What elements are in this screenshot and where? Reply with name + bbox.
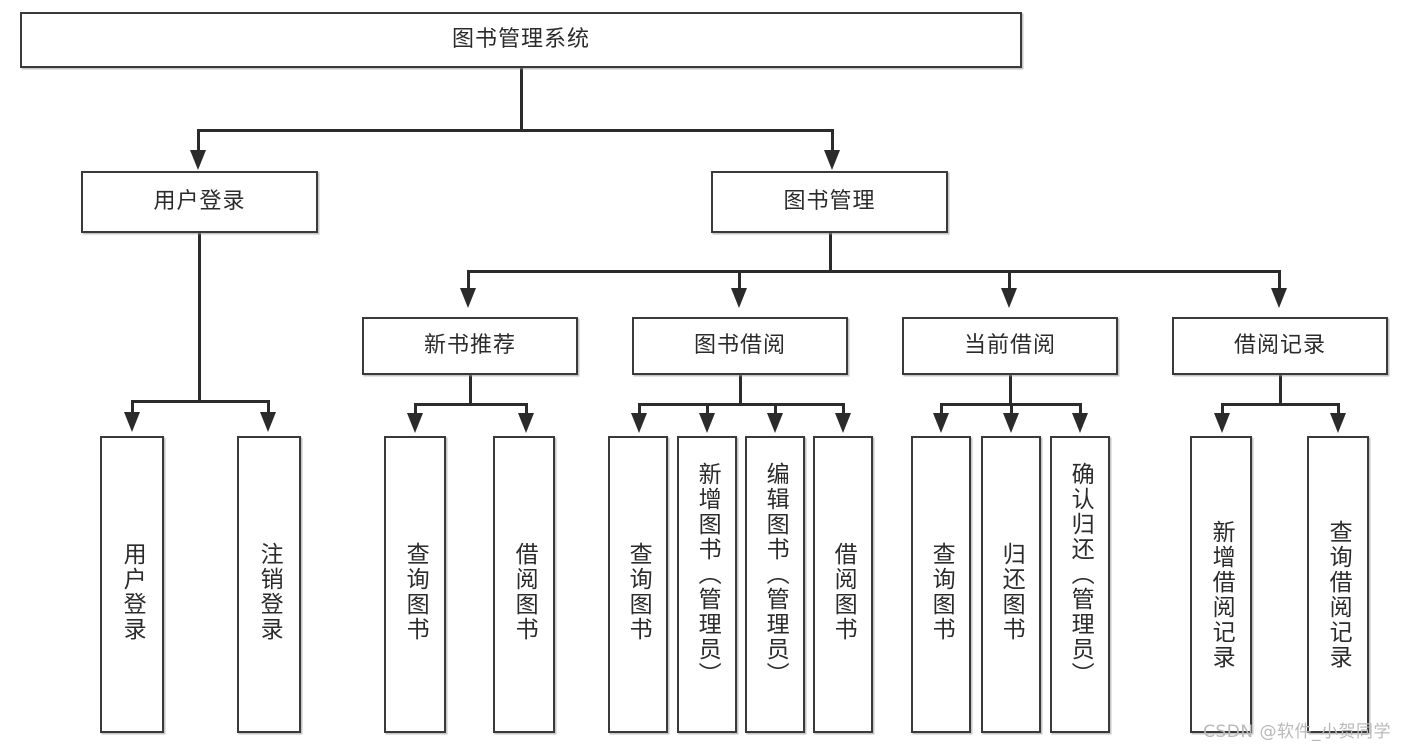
arrowhead-cb-leaf-3	[1072, 413, 1088, 433]
connector-cb-drop-2	[1010, 403, 1013, 417]
arrowhead-bb-leaf-2	[699, 413, 715, 433]
connector-bm-drop-1	[467, 270, 470, 292]
leaf-book-borrow-edit-book-admin[interactable]: 编辑图书（管理员）	[745, 436, 805, 733]
node-label: 查询图书	[928, 542, 955, 642]
node-new-book-recommend[interactable]: 新书推荐	[362, 317, 578, 375]
connector-root-stem	[520, 68, 523, 130]
connector-bb-drop-1	[638, 403, 641, 417]
connector-br-bus	[1221, 403, 1339, 406]
connector-bb-drop-2	[706, 403, 709, 417]
arrowhead-br-leaf-2	[1330, 413, 1346, 433]
arrowhead-nbr-leaf-2	[518, 413, 534, 433]
connector-bb-drop-4	[842, 403, 845, 417]
connector-nbr-bus	[414, 403, 527, 406]
leaf-current-borrow-return-book[interactable]: 归还图书	[981, 436, 1041, 733]
connector-book-management-stem	[829, 233, 832, 271]
arrowhead-cb-leaf-1	[933, 413, 949, 433]
node-label: 查询图书	[402, 542, 429, 642]
connector-bb-bus	[638, 403, 844, 406]
connector-user-login-stem	[198, 233, 201, 401]
connector-bb-stem	[739, 375, 742, 404]
connector-br-drop-2	[1337, 403, 1340, 417]
node-current-borrow[interactable]: 当前借阅	[902, 317, 1118, 375]
connector-bm-drop-2	[738, 270, 741, 292]
node-label: 当前借阅	[963, 333, 1056, 359]
leaf-borrow-record-query-record[interactable]: 查询借阅记录	[1307, 436, 1369, 733]
connector-user-login-bus	[131, 400, 269, 403]
connector-cb-drop-1	[940, 403, 943, 417]
node-label: 用户登录	[119, 542, 146, 642]
connector-bm-drop-4	[1278, 270, 1281, 292]
connector-nbr-drop-2	[525, 403, 528, 417]
node-label: 确认归还（管理员）	[1067, 462, 1094, 687]
leaf-book-borrow-borrow-book[interactable]: 借阅图书	[813, 436, 873, 733]
node-label: 借阅图书	[511, 542, 538, 642]
connector-user-login-drop-1	[131, 400, 134, 416]
node-label: 归还图书	[998, 542, 1025, 642]
connector-book-management-bus	[467, 270, 1280, 273]
node-label: 查询借阅记录	[1325, 520, 1352, 670]
arrowhead-borrow-record	[1271, 288, 1287, 308]
node-label: 新增借阅记录	[1208, 520, 1235, 670]
node-label: 新增图书（管理员）	[694, 462, 721, 687]
connector-root-drop-book-management	[831, 129, 834, 154]
leaf-current-borrow-confirm-return-admin[interactable]: 确认归还（管理员）	[1050, 436, 1110, 733]
node-root-book-management-system[interactable]: 图书管理系统	[20, 12, 1022, 68]
node-book-management[interactable]: 图书管理	[711, 171, 948, 233]
node-label: 图书借阅	[693, 333, 786, 359]
connector-nbr-drop-1	[414, 403, 417, 417]
connector-root-drop-user-login	[197, 129, 200, 154]
arrowhead-bb-leaf-1	[631, 413, 647, 433]
arrowhead-nbr-leaf-1	[407, 413, 423, 433]
arrowhead-bb-leaf-4	[835, 413, 851, 433]
arrowhead-cb-leaf-2	[1003, 413, 1019, 433]
connector-bb-drop-3	[774, 403, 777, 417]
leaf-book-borrow-query-book[interactable]: 查询图书	[608, 436, 668, 733]
node-borrow-record[interactable]: 借阅记录	[1172, 317, 1388, 375]
leaf-book-borrow-add-book-admin[interactable]: 新增图书（管理员）	[677, 436, 737, 733]
arrowhead-new-book-recommend	[460, 288, 476, 308]
connector-br-stem	[1279, 375, 1282, 404]
node-user-login[interactable]: 用户登录	[81, 171, 318, 233]
arrowhead-book-borrow	[731, 288, 747, 308]
leaf-user-login-logout[interactable]: 注销登录	[237, 436, 301, 733]
leaf-borrow-record-add-record[interactable]: 新增借阅记录	[1190, 436, 1252, 733]
leaf-user-login-user-login[interactable]: 用户登录	[100, 436, 164, 733]
connector-root-bus	[197, 129, 833, 132]
arrowhead-book-management	[824, 150, 840, 170]
node-label: 图书管理	[783, 189, 876, 215]
csdn-watermark: CSDN @软件_小贺同学	[1203, 722, 1391, 742]
node-label: 编辑图书（管理员）	[762, 462, 789, 687]
leaf-new-book-query-book[interactable]: 查询图书	[384, 436, 446, 733]
node-label: 图书管理系统	[451, 27, 590, 53]
arrowhead-bb-leaf-3	[767, 413, 783, 433]
node-label: 借阅记录	[1233, 333, 1326, 359]
arrowhead-current-borrow	[1001, 288, 1017, 308]
leaf-new-book-borrow-book[interactable]: 借阅图书	[493, 436, 555, 733]
arrowhead-br-leaf-1	[1214, 413, 1230, 433]
node-label: 借阅图书	[830, 542, 857, 642]
arrowhead-user-login	[190, 150, 206, 170]
node-label: 注销登录	[256, 542, 283, 642]
connector-br-drop-1	[1221, 403, 1224, 417]
arrowhead-user-login-leaf-1	[124, 412, 140, 432]
connector-user-login-drop-2	[267, 400, 270, 416]
node-book-borrow[interactable]: 图书借阅	[632, 317, 848, 375]
leaf-current-borrow-query-book[interactable]: 查询图书	[911, 436, 971, 733]
connector-bm-drop-3	[1008, 270, 1011, 292]
connector-cb-stem	[1009, 375, 1012, 404]
node-label: 新书推荐	[423, 333, 516, 359]
arrowhead-user-login-leaf-2	[260, 412, 276, 432]
connector-nbr-stem	[469, 375, 472, 404]
connector-cb-drop-3	[1079, 403, 1082, 417]
node-label: 用户登录	[153, 189, 246, 215]
node-label: 查询图书	[625, 542, 652, 642]
